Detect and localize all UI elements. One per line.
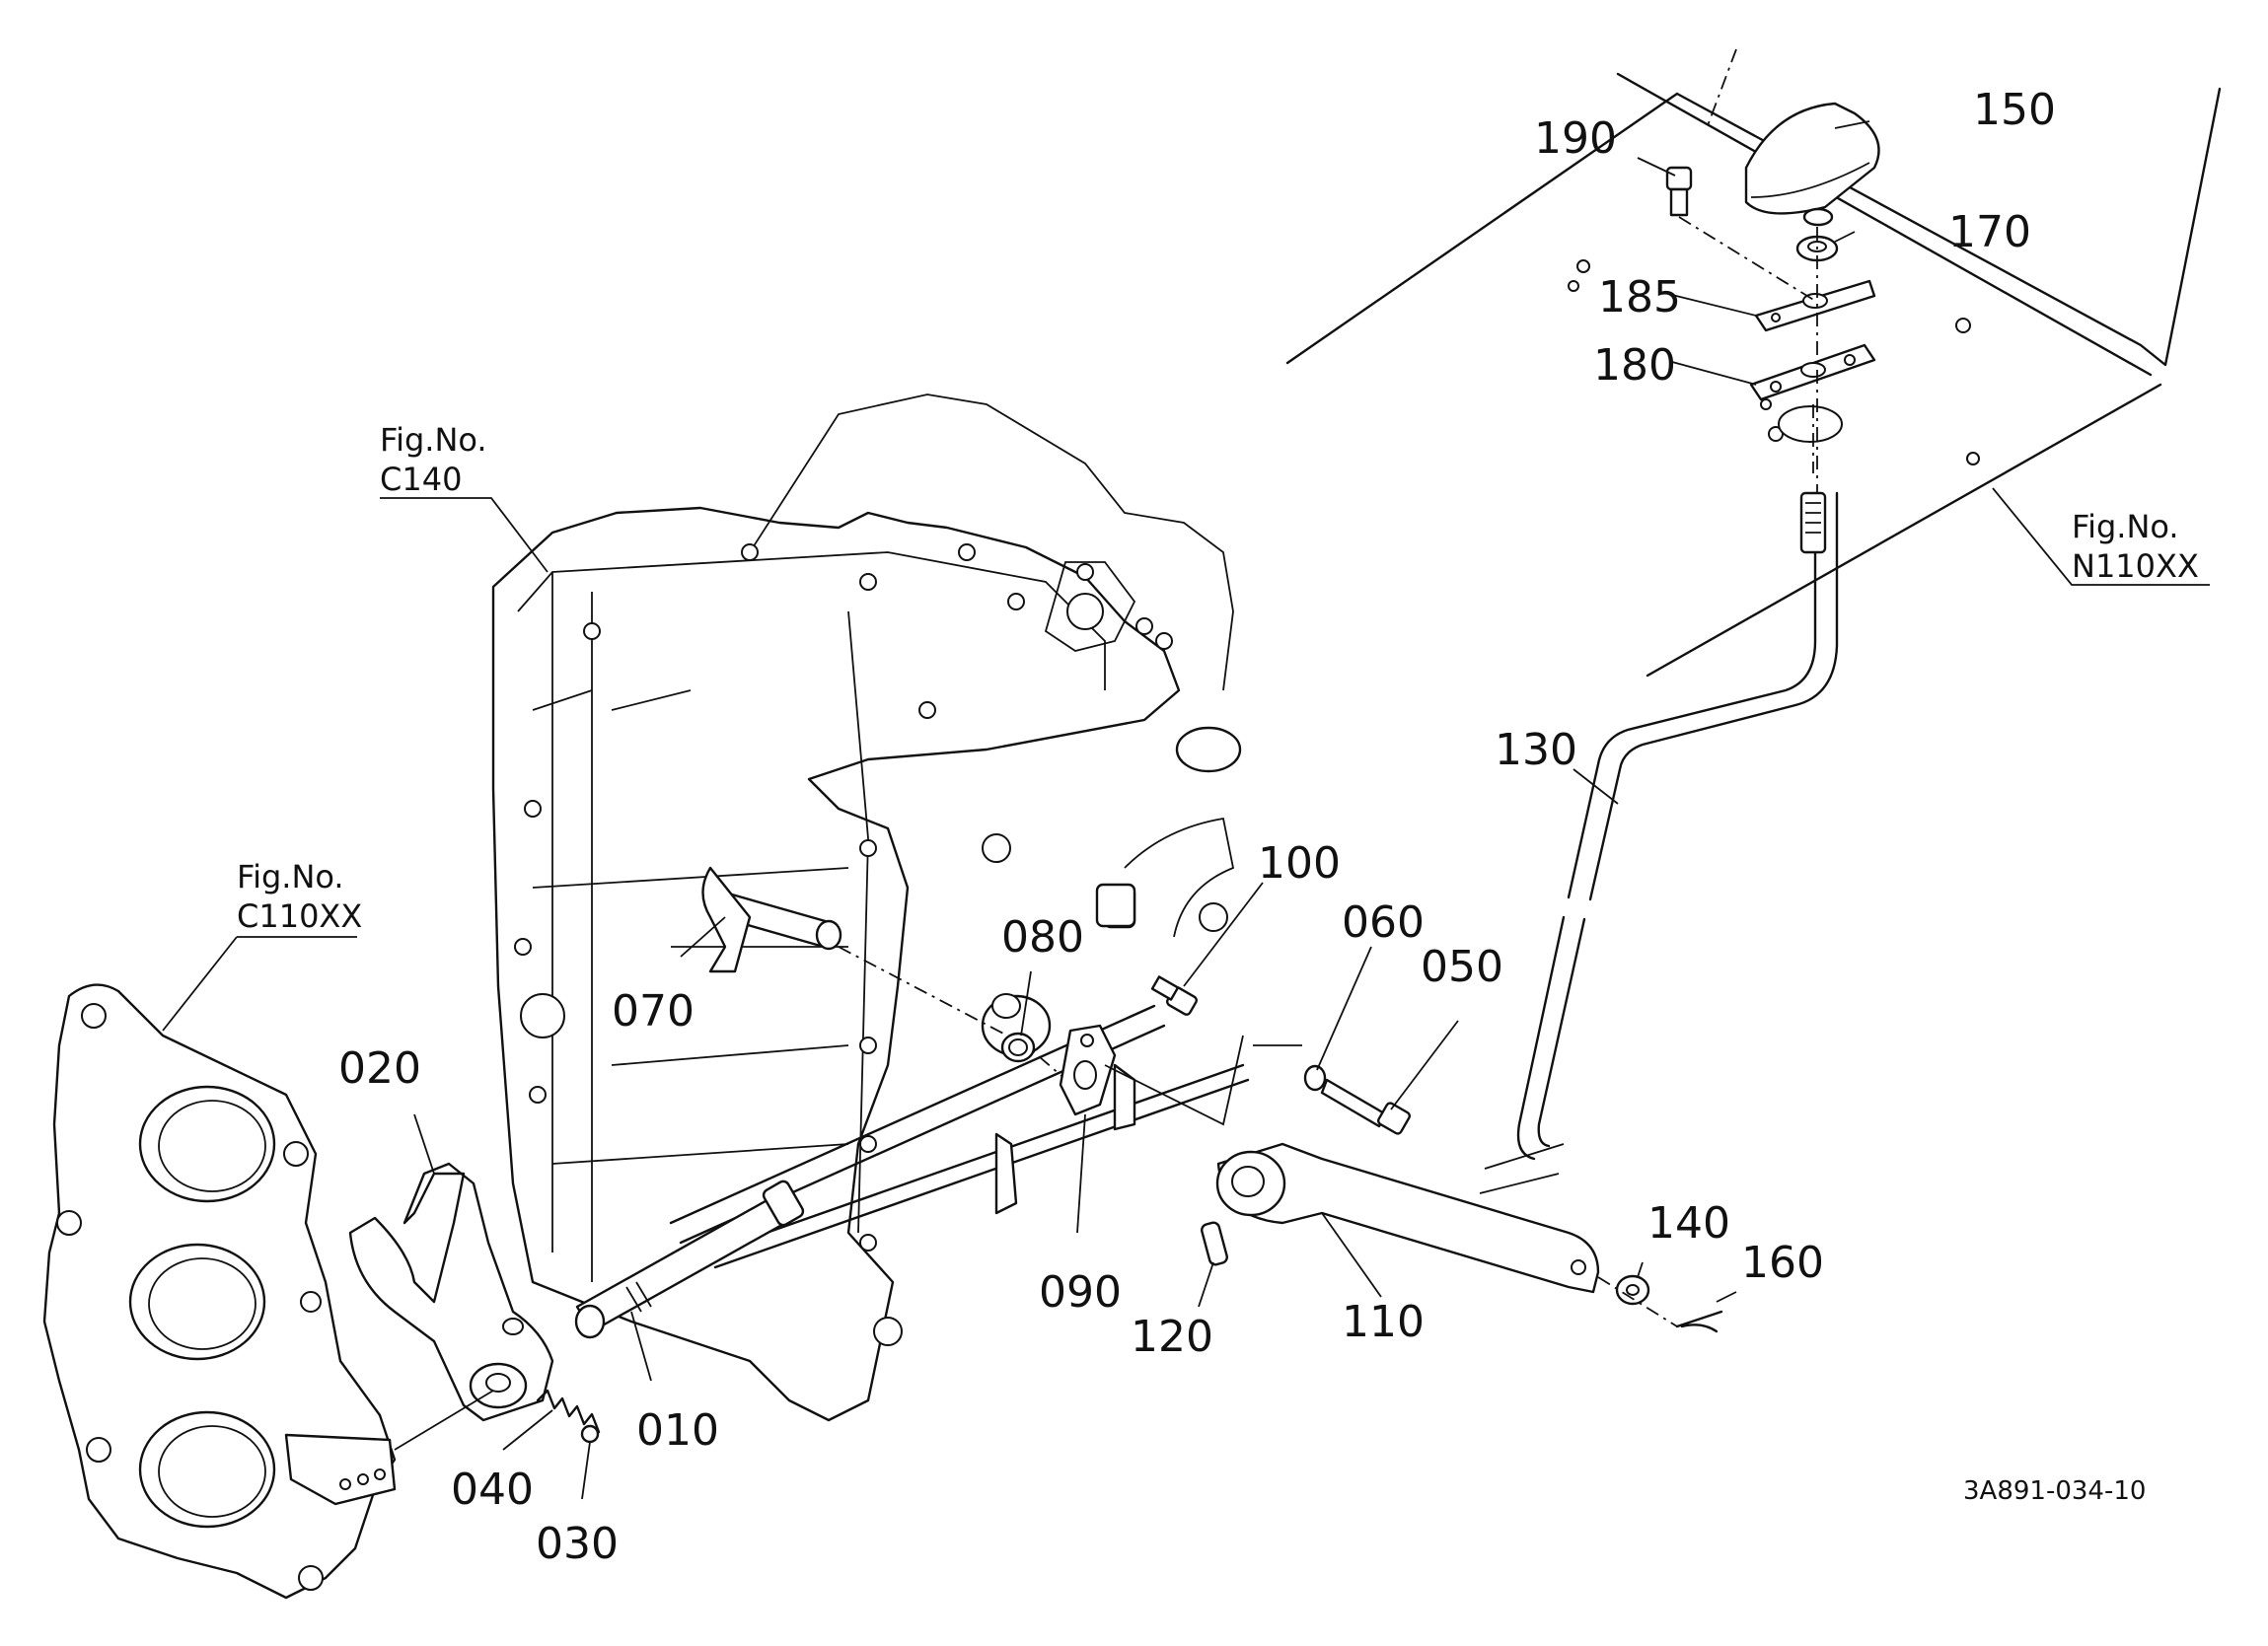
fig-ref-c140-label: Fig.No. <box>380 421 487 459</box>
lever-110 <box>1215 1142 1600 1294</box>
pin-block <box>1095 883 1136 928</box>
fig-ref-n110xx-code: N110XX <box>2072 547 2199 585</box>
fork-shaft-070 <box>701 866 842 973</box>
label-120: 120 <box>1131 1312 1213 1362</box>
figure-reference-labels: Fig.No. C140 Fig.No. C110XX Fig.No. N110… <box>237 421 2199 935</box>
part-number-labels: 150 190 170 185 180 130 100 060 050 080 … <box>338 85 2056 1569</box>
front-cover-c110xx <box>42 983 397 1600</box>
shift-rod-130 <box>1479 491 1839 1194</box>
label-020: 020 <box>338 1043 421 1094</box>
label-185: 185 <box>1598 272 1681 322</box>
leader-lines <box>162 120 2210 1500</box>
bolt-100 <box>1150 975 1198 1016</box>
fig-ref-c110xx-label: Fig.No. <box>237 858 344 895</box>
bolt-190 <box>1665 166 1693 217</box>
label-180: 180 <box>1593 340 1676 391</box>
bolt-050 <box>1320 1078 1411 1135</box>
plate-180 <box>1749 343 1876 401</box>
shift-fork-020 <box>348 1162 554 1422</box>
fig-ref-c140-code: C140 <box>380 461 462 498</box>
label-100: 100 <box>1258 838 1341 889</box>
floor-plate <box>1285 48 2222 678</box>
label-060: 060 <box>1342 897 1425 948</box>
label-160: 150 <box>1973 85 2056 135</box>
plate-090 <box>1059 1024 1117 1116</box>
ball-030 <box>580 1424 600 1444</box>
label-190: 190 <box>1534 113 1617 164</box>
drawing-code: 3A891-034-10 <box>1963 1476 2146 1506</box>
label-150: 160 <box>1741 1238 1824 1288</box>
transmission-case <box>491 394 1242 1422</box>
label-030: 030 <box>536 1519 619 1569</box>
label-070: 070 <box>612 986 695 1037</box>
fig-ref-n110xx-label: Fig.No. <box>2072 508 2179 545</box>
spring-040 <box>536 1389 601 1434</box>
fig-ref-c110xx-code: C110XX <box>237 897 362 935</box>
washer-060 <box>1303 1064 1327 1092</box>
label-080: 080 <box>1001 912 1084 963</box>
label-130: 130 <box>1495 725 1577 775</box>
label-040: 040 <box>451 1465 534 1515</box>
label-140: 140 <box>1647 1198 1730 1249</box>
cotter-pin-150 <box>1675 1310 1723 1333</box>
label-090: 090 <box>1039 1267 1122 1318</box>
knob-160 <box>1744 102 1880 227</box>
plate-185 <box>1754 279 1876 332</box>
label-010: 010 <box>636 1405 719 1456</box>
label-110: 110 <box>1342 1297 1425 1347</box>
fork-shaft-010 <box>574 1180 805 1339</box>
label-050: 050 <box>1421 942 1503 992</box>
label-170: 170 <box>1948 207 2031 257</box>
pin-120 <box>1201 1221 1228 1266</box>
